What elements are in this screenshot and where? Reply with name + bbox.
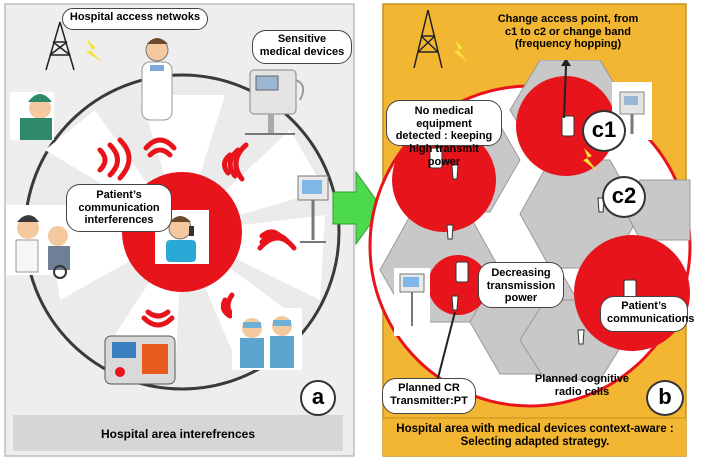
ventilator-device-icon <box>245 69 305 135</box>
low-power-cell <box>428 255 488 315</box>
monitor-stand-icon <box>297 175 329 243</box>
surgeons-icon <box>232 308 302 370</box>
antenna-tower-b-icon <box>413 9 443 69</box>
patient-interference-label: Patient’s communication interferences <box>66 184 172 232</box>
defibrillator-icon <box>104 335 176 385</box>
planned-cr-transmitter-label: Planned CR Transmitter:PT <box>382 378 476 414</box>
decreasing-power-label: Decreasing transmission power <box>478 262 564 308</box>
high-power-cell <box>392 128 496 232</box>
lightning-b-icon <box>454 40 468 62</box>
antenna-tower-icon <box>45 21 75 71</box>
planned-cells-label: Planned cognitive radio cells <box>534 373 630 398</box>
panel-b-footer-band <box>383 418 686 456</box>
doctor-patient-icon <box>6 205 76 279</box>
doctor-phone-icon <box>141 38 173 121</box>
transition-arrow <box>332 170 383 246</box>
monitor-b-icon <box>394 268 430 336</box>
panel-b-letter: b <box>646 380 684 416</box>
pointer-lines <box>437 65 567 379</box>
c2-badge: c2 <box>602 176 646 218</box>
interference-lightning-icon <box>583 148 598 172</box>
nurse-icon <box>10 92 54 140</box>
panel-b-footer: Hospital area with medical devices conte… <box>396 423 674 449</box>
pointer-arrowhead <box>561 58 571 66</box>
c1-badge: c1 <box>582 110 626 152</box>
patient-communications-label: Patient’s communications <box>600 296 694 332</box>
radio-waves <box>97 137 297 328</box>
panel-a-footer: Hospital area interefrences <box>100 427 256 441</box>
sensitive-devices-label: Sensitive medical devices <box>252 30 352 64</box>
access-networks-label: Hospital access netwoks <box>62 8 208 30</box>
change-access-point-label: Change access point, from c1 to c2 or ch… <box>487 10 649 60</box>
panel-a-letter: a <box>300 380 336 416</box>
patient-phone-icon <box>155 210 209 264</box>
panel-a-footer-band <box>13 415 343 451</box>
lightning-icon <box>86 38 102 62</box>
no-equipment-label: No medical equipment detected : keeping … <box>386 100 502 168</box>
